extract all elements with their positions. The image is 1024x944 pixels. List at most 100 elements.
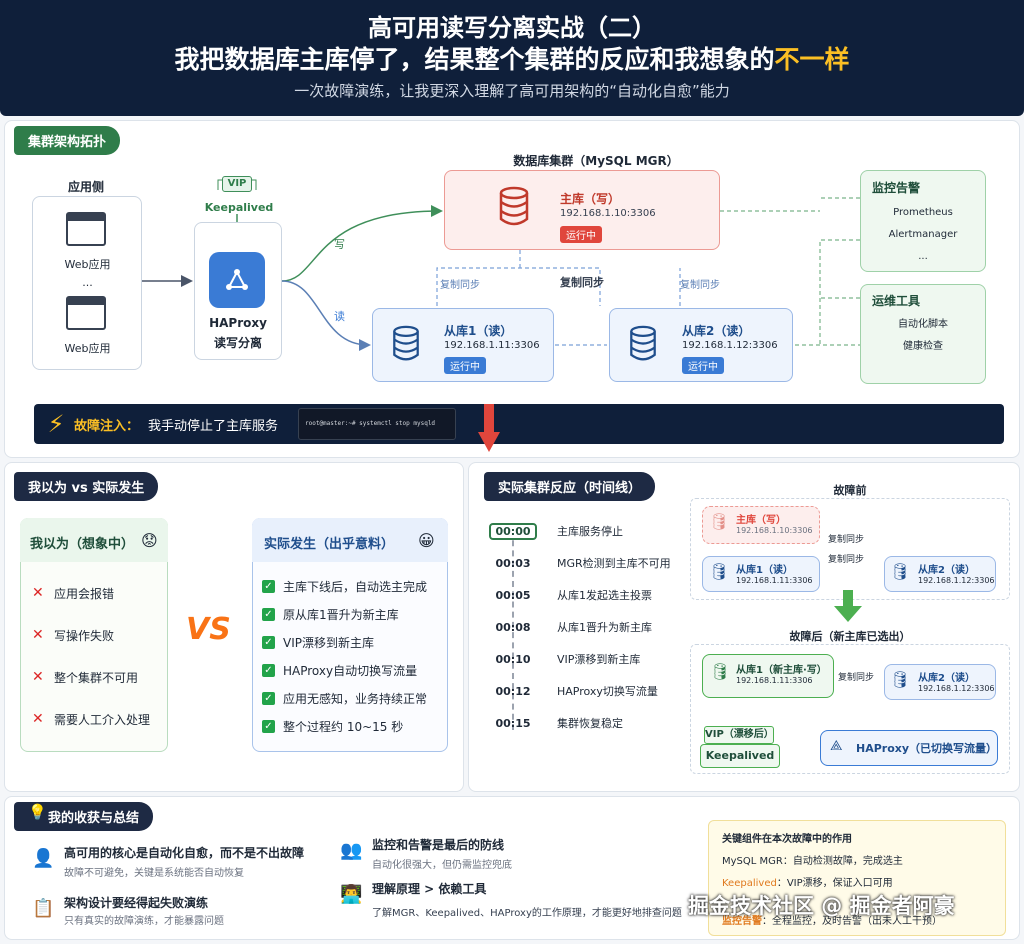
title-line-1: 高可用读写分离实战（二） <box>368 14 656 42</box>
before-title: 故障前 <box>833 484 867 497</box>
edge-read-label: 读 <box>334 310 345 323</box>
expect-item: 整个集群不可用 <box>54 670 139 685</box>
actual-item: 整个过程约 10~15 秒 <box>283 719 404 734</box>
web-app-1: Web应用 <box>64 258 111 271</box>
repl-label-2: 复制同步 <box>560 276 604 289</box>
ops-items: 自动化脚本 健康检查 <box>868 314 978 358</box>
after-slave2 <box>884 664 996 700</box>
terminal-command: root@master:~# systemctl stop mysqld <box>298 408 456 440</box>
actual-card-header <box>252 518 448 562</box>
before-slave2 <box>884 556 996 592</box>
watermark: 掘金技术社区 @ 掘金者阿豪 <box>688 894 955 918</box>
browser-icon <box>66 296 106 330</box>
ops-title: 运维工具 <box>872 294 921 308</box>
transition-arrow-icon <box>834 590 862 624</box>
before-master <box>702 506 820 544</box>
cross-icon: ✕ <box>32 585 44 601</box>
check-icon: ✓ <box>262 719 275 733</box>
browser-icon <box>66 212 106 246</box>
role-mgr: MySQL MGR：自动检测故障，完成选主 <box>722 856 903 867</box>
app-ellipsis: ... <box>82 276 93 289</box>
summary-item-desc: 自动化很强大，但仍需监控兜底 <box>372 860 512 871</box>
slave2-name: 从库2（读） <box>682 324 751 338</box>
database-icon <box>494 184 534 230</box>
role-keepalived: Keepalived：VIP漂移，保证入口可用 <box>722 878 893 889</box>
expect-item: 应用会报错 <box>54 586 115 601</box>
actual-item: VIP漂移到新主库 <box>283 635 374 650</box>
database-icon: 🛢 <box>709 512 730 531</box>
before-repl-2: 复制同步 <box>828 555 865 565</box>
keepalived-label: Keepalived <box>204 201 274 214</box>
roles-box <box>708 820 1006 936</box>
monitor-item: Alertmanager <box>888 229 958 240</box>
after-haproxy-label: HAProxy（已切换写流量） <box>856 742 998 755</box>
summary-item-desc: 故障不可避免，关键是系统能否自动恢复 <box>64 868 244 879</box>
actual-item: 原从库1晋升为新主库 <box>283 607 399 622</box>
edge-write-label: 写 <box>334 238 345 251</box>
role-monitor: 监控告警：全程监控，及时告警（出未人工干预） <box>722 916 942 927</box>
slave2-status: 运行中 <box>682 357 724 374</box>
database-icon <box>625 322 661 366</box>
compare-tag: 我以为 vs 实际发生 <box>14 472 159 501</box>
timeline-event: 主库服务停止 <box>557 525 623 538</box>
timeline-time: 00:15 <box>495 716 531 730</box>
database-icon: 🛢 <box>890 562 911 581</box>
actual-item: HAProxy自动切换写流量 <box>283 663 418 678</box>
header: 高可用读写分离实战（二） 我把数据库主库停了，结果整个集群的反应和我想象的不一样… <box>0 0 1024 116</box>
timeline-axis <box>512 530 514 730</box>
monitor-item: Prometheus <box>893 207 953 218</box>
before-s1-ip: 192.168.1.11:3306 <box>736 576 813 585</box>
haproxy-icon <box>209 252 265 308</box>
cross-icon: ✕ <box>32 627 44 643</box>
repl-label-3: 复制同步 <box>680 280 720 291</box>
timeline-time: 00:08 <box>495 620 531 634</box>
check-icon: ✓ <box>262 607 275 621</box>
repl-label-1: 复制同步 <box>440 280 480 291</box>
after-frame <box>690 644 1010 774</box>
before-slave1 <box>702 556 820 592</box>
expect-list: ✕应用会报错 ✕写操作失败 ✕整个集群不可用 ✕需要人工介入处理 <box>32 572 164 740</box>
vs-badge: VS <box>186 612 231 647</box>
summary-item-desc: 了解MGR、Keepalived、HAProxy的工作原理，才能更好地排查问题 <box>372 908 682 919</box>
fault-label: 故障注入： <box>74 419 140 434</box>
shield-person-icon: 👤 <box>32 848 55 869</box>
expect-card-header <box>20 518 168 562</box>
after-s1-name: 从库1（新主库·写） <box>736 665 827 676</box>
before-master-ip: 192.168.1.10:3306 <box>736 526 813 535</box>
check-icon: ✓ <box>262 663 275 677</box>
monitor-items: Prometheus Alertmanager ... <box>868 202 978 268</box>
before-s1-name: 从库1（读） <box>736 565 793 576</box>
timeline-event: MGR检测到主库不可用 <box>557 557 671 570</box>
database-icon: 🛢 <box>890 670 911 689</box>
check-icon: ✓ <box>262 635 275 649</box>
cluster-title: 数据库集群（MySQL MGR） <box>513 154 679 168</box>
summary-item-title: 理解原理 > 依赖工具 <box>372 882 487 896</box>
vip-badge: VIP <box>222 176 252 192</box>
check-icon: ✓ <box>262 691 275 705</box>
app-side-box <box>32 196 142 370</box>
master-ip: 192.168.1.10:3306 <box>560 208 656 219</box>
ops-item: 自动化脚本 <box>898 319 948 330</box>
fault-desc: 我手动停止了主库服务 <box>148 419 279 434</box>
actual-list: ✓ 主库下线后，自动选主完成 ✓ 原从库1晋升为新主库 ✓ VIP漂移到新主库 ✓ HA… <box>262 572 444 740</box>
lightning-icon: ⚡ <box>47 410 65 438</box>
slave2-ip: 192.168.1.12:3306 <box>682 340 778 351</box>
master-name: 主库（写） <box>560 192 621 206</box>
slave1-status: 运行中 <box>444 357 486 374</box>
after-vip: VIP（漂移后） <box>704 726 774 744</box>
timeline-time: 00:10 <box>495 652 531 666</box>
timeline-event: 从库1发起选主投票 <box>557 589 652 602</box>
actual-title: 实际发生（出乎意料） <box>264 537 395 552</box>
after-s2-name: 从库2（读） <box>918 673 975 684</box>
haproxy-name: HAProxy <box>209 316 267 330</box>
haproxy-icon: ⟁ <box>830 738 843 754</box>
actual-item: 主库下线后，自动选主完成 <box>283 579 428 594</box>
team-icon: 👥 <box>340 840 363 861</box>
after-s2-ip: 192.168.1.12:3306 <box>918 684 995 693</box>
timeline-time: 00:03 <box>495 556 531 570</box>
title-line-2: 我把数据库主库停了，结果整个集群的反应和我想象的不一样 <box>174 45 850 74</box>
summary-item-title: 架构设计要经得起失败演练 <box>64 896 209 910</box>
cross-icon: ✕ <box>32 669 44 685</box>
web-app-2: Web应用 <box>64 342 111 355</box>
